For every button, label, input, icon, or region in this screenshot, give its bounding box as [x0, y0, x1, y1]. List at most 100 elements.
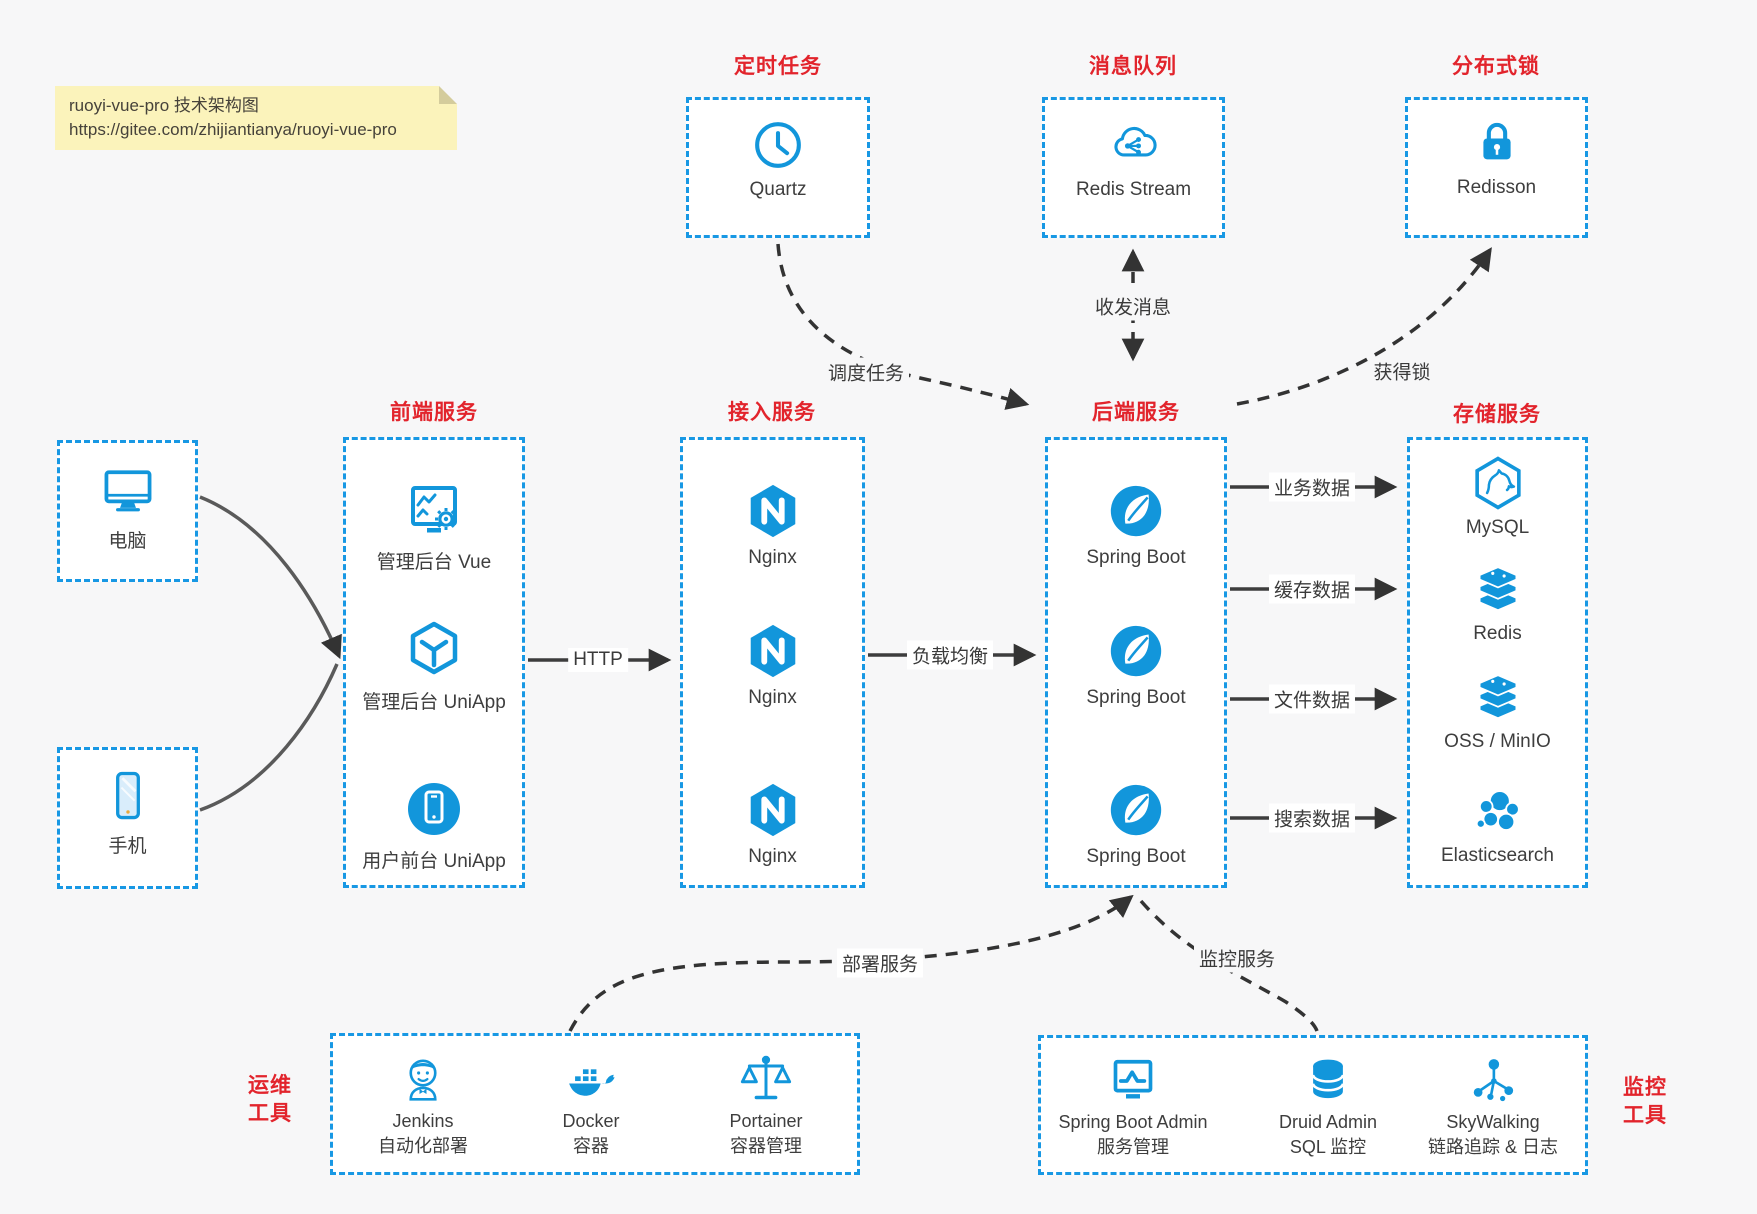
ops-tools-side-label: 运维 工具 [248, 1074, 292, 1125]
nginx-item-2: Nginx [683, 620, 862, 709]
smartphone-icon [115, 771, 140, 820]
oss-minio-item: OSS / MinIO [1410, 670, 1585, 753]
nginx-label-2: Nginx [748, 687, 797, 708]
lock-icon [1482, 122, 1511, 160]
docker-item: Docker 容器 [511, 1052, 671, 1158]
docker-icon [569, 1067, 615, 1096]
column-title-frontend: 前端服务 [390, 401, 478, 424]
note-fold-corner [439, 86, 457, 104]
skywalking-name: SkyWalking [1446, 1112, 1540, 1132]
user-uniapp-label: 用户前台 UniApp [362, 851, 506, 872]
frontend-box: 管理后台 Vue 管理后台 UniApp 用户前台 UniApp [343, 437, 525, 888]
oss-minio-label: OSS / MinIO [1444, 731, 1551, 752]
jenkins-desc: 自动化部署 [378, 1136, 468, 1156]
docker-desc: 容器 [573, 1136, 609, 1156]
portainer-icon [740, 1055, 792, 1100]
edge-label-deploy: 部署服务 [836, 948, 924, 978]
druid-item: Druid Admin SQL 监控 [1248, 1053, 1408, 1159]
group-title-scheduled-tasks: 定时任务 [734, 55, 822, 78]
phone-client-label: 手机 [108, 836, 147, 857]
portainer-desc: 容器管理 [730, 1136, 802, 1156]
clock-icon [755, 122, 801, 168]
spring-boot-label-1: Spring Boot [1086, 547, 1186, 568]
quartz-box: Quartz [686, 97, 870, 238]
skywalking-icon [1473, 1059, 1514, 1102]
phone-client-item: 手机 [60, 766, 195, 858]
redis-stream-box: Redis Stream [1042, 97, 1225, 238]
spring-boot-icon [1110, 485, 1162, 537]
jenkins-icon [409, 1059, 437, 1101]
edge-phone-to-frontend [199, 663, 339, 812]
note-title: ruoyi-vue-pro 技术架构图 [69, 96, 259, 115]
docker-name: Docker [562, 1111, 620, 1131]
mysql-item: MySQL [1410, 454, 1585, 539]
skywalking-desc: 链路追踪 & 日志 [1427, 1137, 1558, 1157]
backend-box: Spring Boot Spring Boot Spring Boot [1045, 437, 1227, 888]
nginx-icon [750, 783, 795, 837]
nginx-item-1: Nginx [683, 480, 862, 569]
quartz-label: Quartz [749, 179, 807, 200]
redis-item: Redis [1410, 562, 1585, 645]
elasticsearch-item: Elasticsearch [1410, 782, 1585, 867]
group-title-message-queue: 消息队列 [1089, 55, 1177, 78]
edge-label-search-data: 搜索数据 [1268, 803, 1356, 833]
redisson-label: Redisson [1456, 177, 1537, 198]
cloud-mq-icon [1113, 126, 1157, 157]
portainer-item: Portainer 容器管理 [686, 1052, 846, 1158]
elasticsearch-icon [1475, 790, 1520, 831]
user-uniapp-icon [408, 783, 460, 835]
user-uniapp-item: 用户前台 UniApp [346, 777, 522, 873]
spring-boot-admin-name: Spring Boot Admin [1058, 1112, 1208, 1132]
nginx-icon [750, 624, 795, 678]
admin-uniapp-label: 管理后台 UniApp [362, 692, 506, 713]
redisson-box: Redisson [1405, 97, 1588, 238]
edge-lock [1236, 247, 1492, 406]
desktop-icon [104, 470, 151, 512]
gateway-box: Nginx Nginx Nginx [680, 437, 865, 888]
admin-uniapp-item: 管理后台 UniApp [346, 618, 522, 714]
edge-label-load-balance: 负载均衡 [906, 640, 994, 670]
spring-boot-item-2: Spring Boot [1048, 620, 1224, 709]
edge-label-schedule: 调度任务 [822, 357, 910, 387]
spring-boot-item-3: Spring Boot [1048, 779, 1224, 868]
jenkins-name: Jenkins [392, 1111, 454, 1131]
nginx-label-1: Nginx [748, 547, 797, 568]
admin-vue-item: 管理后台 Vue [346, 478, 522, 574]
monitor-tools-side-label: 监控 工具 [1623, 1076, 1667, 1127]
redis-icon [1478, 566, 1517, 612]
ops-tools-box: Jenkins 自动化部署 Docker 容器 [330, 1033, 860, 1175]
skywalking-item: SkyWalking 链路追踪 & 日志 [1408, 1053, 1578, 1159]
edge-label-monitor: 监控服务 [1193, 943, 1281, 973]
redis-label: Redis [1473, 623, 1522, 644]
elasticsearch-label: Elasticsearch [1441, 845, 1554, 866]
sticky-note: ruoyi-vue-pro 技术架构图 https://gitee.com/zh… [55, 86, 457, 150]
column-title-gateway: 接入服务 [728, 401, 816, 424]
pc-client-item: 电脑 [60, 461, 195, 553]
nginx-item-3: Nginx [683, 779, 862, 868]
edge-pc-to-frontend [199, 495, 342, 660]
edge-label-message: 收发消息 [1089, 291, 1177, 321]
edge-label-http: HTTP [568, 648, 628, 672]
nginx-label-3: Nginx [748, 846, 797, 867]
druid-icon [1311, 1059, 1345, 1099]
uniapp-cube-icon [410, 621, 458, 675]
edge-label-lock: 获得锁 [1368, 356, 1436, 386]
oss-minio-icon [1478, 674, 1517, 720]
spring-boot-icon [1110, 625, 1162, 677]
mysql-label: MySQL [1465, 517, 1530, 538]
spring-boot-item-1: Spring Boot [1048, 480, 1224, 569]
redis-stream-label: Redis Stream [1075, 179, 1192, 200]
nginx-icon [750, 484, 795, 538]
druid-name: Druid Admin [1278, 1112, 1378, 1132]
redis-stream-item: Redis Stream [1045, 116, 1222, 201]
phone-client-box: 手机 [57, 747, 198, 889]
pc-client-label: 电脑 [108, 531, 147, 552]
edge-label-cache-data: 缓存数据 [1268, 574, 1356, 604]
quartz-item: Quartz [689, 116, 867, 201]
spring-boot-admin-desc: 服务管理 [1097, 1137, 1169, 1157]
edge-label-biz-data: 业务数据 [1268, 472, 1356, 502]
note-url: https://gitee.com/zhijiantianya/ruoyi-vu… [69, 120, 397, 139]
group-title-distributed-lock: 分布式锁 [1452, 55, 1540, 78]
spring-boot-admin-icon [1113, 1059, 1153, 1099]
